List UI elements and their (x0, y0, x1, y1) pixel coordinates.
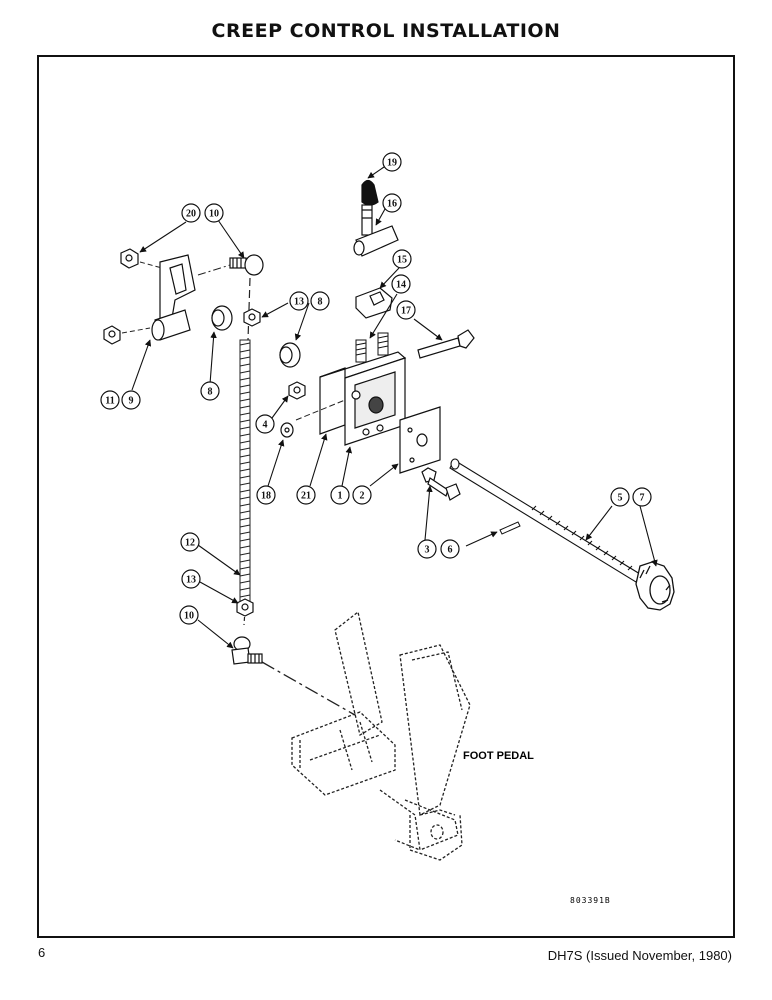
svg-text:17: 17 (401, 306, 411, 317)
foot-pedal-label: FOOT PEDAL (463, 750, 534, 762)
svg-text:15: 15 (397, 255, 407, 266)
handwheel-7 (635, 561, 675, 611)
nut-13-lower (236, 598, 254, 617)
diagram-frame (37, 55, 735, 938)
bolt-17 (417, 329, 475, 359)
nut-11 (103, 325, 121, 345)
callout-7: 7 (632, 487, 652, 507)
pedal-link-centerline (261, 661, 356, 716)
bolt-3 (421, 467, 461, 501)
svg-text:21: 21 (301, 491, 311, 502)
callout-20: 20 (181, 203, 201, 223)
housing-1 (344, 357, 406, 446)
svg-text:9: 9 (129, 396, 134, 407)
callout-4: 4 (255, 414, 275, 434)
svg-text:13: 13 (294, 297, 304, 308)
callout-8: 8 (310, 291, 330, 311)
threaded-rod (239, 339, 251, 611)
nut-4 (288, 381, 306, 400)
svg-text:1: 1 (338, 491, 343, 502)
callout-10: 10 (204, 203, 224, 223)
springs-14 (355, 332, 389, 363)
spacer-8-right (279, 342, 301, 368)
rod-centerline-upper (247, 277, 251, 341)
adjusting-screw-5 (449, 458, 641, 583)
page-title: CREEP CONTROL INSTALLATION (211, 20, 561, 42)
callout-5: 5 (610, 487, 630, 507)
callout-16: 16 (382, 193, 402, 213)
nut-20-centerline (139, 261, 163, 269)
callout-3: 3 (417, 539, 437, 559)
svg-text:11: 11 (105, 396, 114, 407)
knob-handle-assembly (353, 179, 399, 257)
callout-13-lower: 13 (181, 569, 201, 589)
callout-8-lower: 8 (200, 381, 220, 401)
svg-text:20: 20 (186, 209, 196, 220)
callout-15: 15 (392, 249, 412, 269)
foot-pedal-outline (291, 610, 471, 861)
callout-11: 11 (100, 390, 120, 410)
svg-text:16: 16 (387, 199, 397, 210)
callout-1: 1 (330, 485, 350, 505)
svg-text:5: 5 (618, 493, 623, 504)
spacer-8-left (211, 305, 233, 331)
washer-18 (280, 422, 294, 438)
ball-joint-upper (229, 254, 264, 276)
callout-10-lower: 10 (179, 605, 199, 625)
joint-upper-centerline (197, 264, 231, 276)
drawing-number: 803391B (570, 896, 611, 905)
callout-2: 2 (352, 485, 372, 505)
bracket-9 (151, 254, 196, 341)
callout-14: 14 (391, 274, 411, 294)
footer-reference: DH7S (Issued November, 1980) (547, 948, 732, 963)
block-15 (355, 287, 393, 319)
nut-20 (120, 248, 139, 269)
svg-text:13: 13 (186, 575, 196, 586)
svg-text:19: 19 (387, 158, 397, 169)
svg-text:2: 2 (360, 491, 365, 502)
page-number: 6 (38, 945, 46, 960)
svg-text:6: 6 (448, 545, 453, 556)
svg-text:4: 4 (263, 420, 268, 431)
callout-21: 21 (296, 485, 316, 505)
svg-text:3: 3 (425, 545, 430, 556)
svg-text:7: 7 (640, 493, 645, 504)
svg-text:18: 18 (261, 491, 271, 502)
callout-18: 18 (256, 485, 276, 505)
ball-joint-lower (231, 636, 263, 665)
svg-text:12: 12 (185, 538, 195, 549)
svg-text:10: 10 (209, 209, 219, 220)
leader-lines (131, 166, 658, 649)
callout-6: 6 (440, 539, 460, 559)
callout-12: 12 (180, 532, 200, 552)
svg-text:8: 8 (318, 297, 323, 308)
callout-19: 19 (382, 152, 402, 172)
callout-17: 17 (396, 300, 416, 320)
svg-text:14: 14 (396, 280, 406, 291)
nut-11-centerline (121, 327, 151, 334)
svg-text:8: 8 (208, 387, 213, 398)
callout-13: 13 (289, 291, 309, 311)
callouts: 19 16 20 10 15 14 13 8 17 11 9 8 4 18 21… (100, 152, 652, 625)
pin-6 (499, 521, 521, 535)
nut-13-upper (243, 308, 261, 327)
callout-9: 9 (121, 390, 141, 410)
gasket-2 (399, 406, 441, 474)
svg-text:10: 10 (184, 611, 194, 622)
